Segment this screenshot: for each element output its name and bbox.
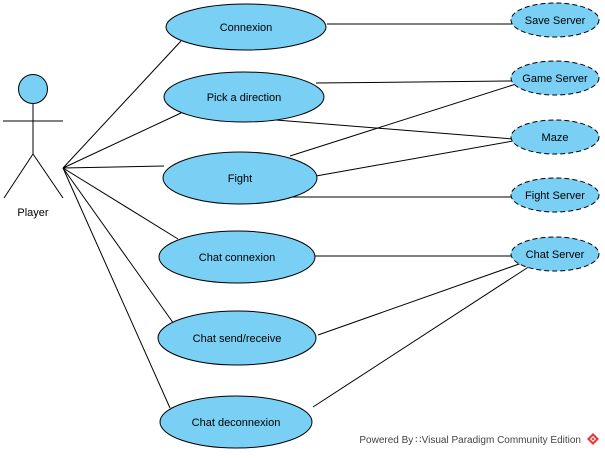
use-case-connexion[interactable]: Connexion — [165, 3, 327, 51]
powered-by-footer: Powered By ∷Visual Paradigm Community Ed… — [359, 433, 599, 446]
server-label: Chat Server — [526, 249, 585, 261]
association-player-fight — [62, 165, 165, 169]
powered-by-text: Powered By ∷Visual Paradigm Community Ed… — [359, 435, 581, 446]
server-maze[interactable]: Maze — [510, 119, 600, 155]
use-case-chat-deconnexion[interactable]: Chat deconnexion — [159, 395, 313, 449]
use-case-ellipse — [165, 3, 327, 51]
use-case-ellipse — [162, 151, 318, 205]
use-case-label: Chat connexion — [199, 252, 275, 264]
server-label: Fight Server — [525, 190, 585, 202]
association-fight-maze — [315, 140, 514, 177]
use-case-ellipse — [159, 395, 313, 449]
association-player-pick-direction — [62, 112, 182, 169]
association-lines — [62, 23, 531, 409]
use-case-pick-direction[interactable]: Pick a direction — [163, 71, 325, 123]
association-chat-deconnexion-chat-server — [312, 265, 531, 408]
association-player-chat-send-receive — [62, 167, 175, 325]
server-save-server[interactable]: Save Server — [510, 2, 600, 38]
server-ellipse — [510, 119, 600, 155]
actor-right-leg — [32, 153, 64, 199]
association-pick-direction-maze — [275, 119, 514, 140]
visual-paradigm-logo-icon — [587, 433, 599, 445]
association-player-chat-connexion — [62, 167, 179, 240]
association-player-connexion — [62, 40, 182, 169]
server-fight-server[interactable]: Fight Server — [510, 177, 600, 213]
actor-head — [18, 74, 48, 104]
server-label: Maze — [542, 132, 569, 144]
use-case-label: Chat send/receive — [193, 333, 282, 345]
use-case-label: Pick a direction — [207, 92, 282, 104]
server-ellipse — [510, 2, 600, 38]
server-ellipse — [510, 177, 600, 213]
actor-label: Player — [17, 207, 49, 219]
use-case-ellipse — [157, 310, 317, 366]
server-ellipse — [510, 60, 600, 96]
actor-left-leg — [3, 153, 34, 199]
use-case-label: Chat deconnexion — [192, 417, 281, 429]
server-label: Game Server — [522, 73, 588, 85]
use-case-chat-connexion[interactable]: Chat connexion — [158, 230, 316, 284]
association-chat-send-receive-chat-server — [317, 262, 523, 336]
association-player-chat-deconnexion — [62, 167, 171, 409]
server-chat-server[interactable]: Chat Server — [510, 236, 600, 272]
use-case-fight[interactable]: Fight — [162, 151, 318, 205]
use-case-label: Fight — [228, 173, 252, 185]
server-game-server[interactable]: Game Server — [510, 60, 600, 96]
use-case-chat-send-receive[interactable]: Chat send/receive — [157, 310, 317, 366]
use-case-label: Connexion — [220, 22, 273, 34]
use-case-ellipse — [158, 230, 316, 284]
use-case-ellipse — [163, 71, 325, 123]
association-fight-game-server — [289, 83, 517, 157]
server-ellipse — [510, 236, 600, 272]
server-label: Save Server — [525, 15, 586, 27]
actor-player[interactable]: Player — [3, 74, 64, 220]
association-pick-direction-game-server — [315, 80, 514, 84]
